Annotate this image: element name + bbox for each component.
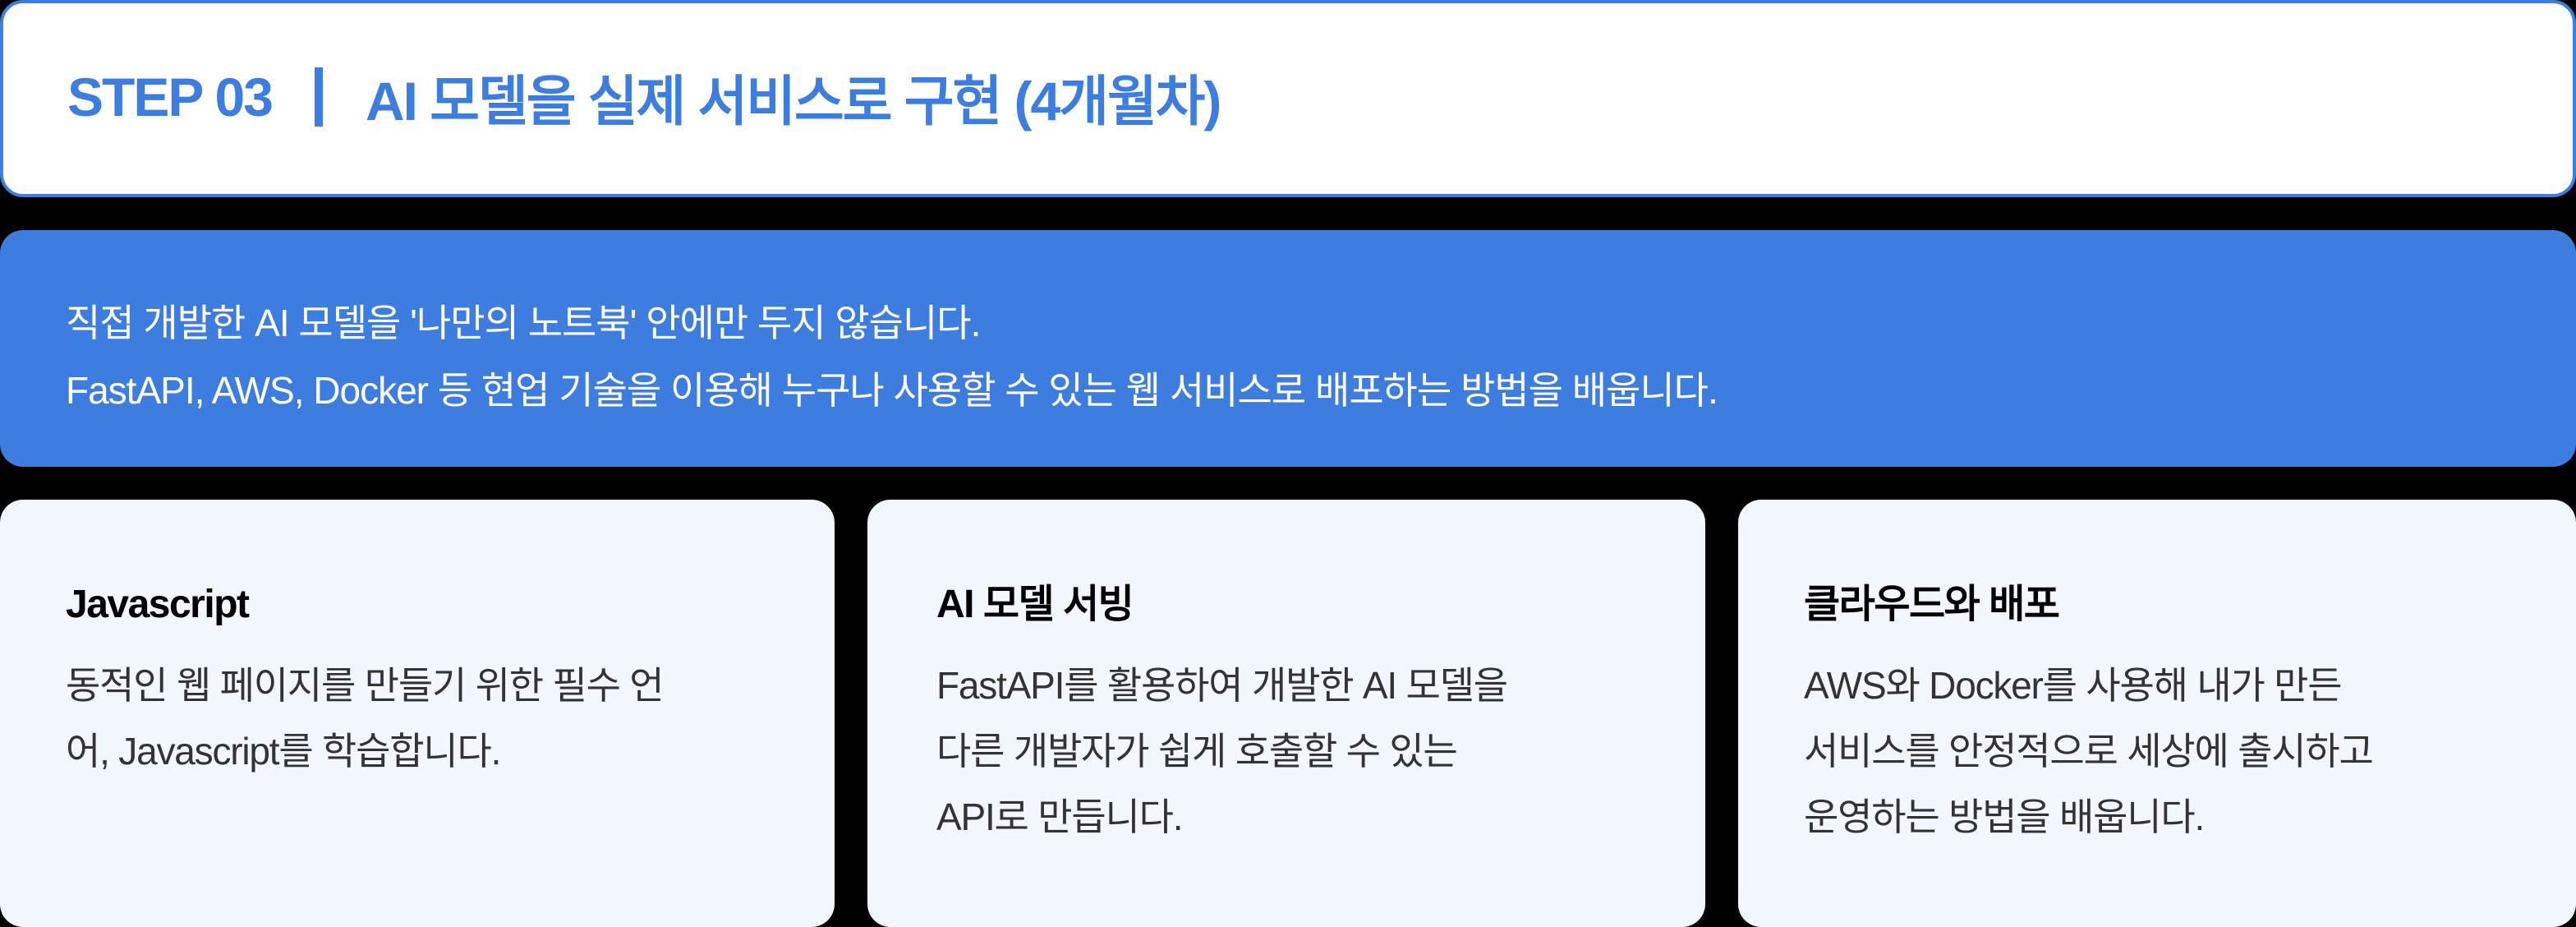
title-divider [314,67,323,127]
card-title: 클라우드와 배포 [1804,583,2060,626]
step-title: AI 모델을 실제 서비스로 구현 (4개월차) [365,71,1221,131]
card-description-line: 동적인 웹 페이지를 만들기 위한 필수 언 [66,664,665,707]
card-description-line: AWS와 Docker를 사용해 내가 만든 [1804,664,2343,707]
step-label: STEP 03 [67,67,274,127]
card-cloud-deployment: 클라우드와 배포 AWS와 Docker를 사용해 내가 만든 서비스를 안정적… [1738,500,2576,927]
card-description-line: FastAPI를 활용하여 개발한 AI 모델을 [936,664,1508,707]
card-description-line: 서비스를 안정적으로 세상에 출시하고 [1804,730,2374,772]
card-description-line: 운영하는 방법을 배웁니다. [1804,796,2205,838]
card-description-line: 어, Javascript를 학습합니다. [66,730,501,772]
card-javascript: Javascript 동적인 웹 페이지를 만들기 위한 필수 언 어, Jav… [0,500,835,927]
card-description: 동적인 웹 페이지를 만들기 위한 필수 언 어, Javascript를 학습… [66,653,835,784]
card-description: FastAPI를 활용하여 개발한 AI 모델을 다른 개발자가 쉽게 호출할 … [936,653,1705,850]
card-ai-model-serving: AI 모델 서빙 FastAPI를 활용하여 개발한 AI 모델을 다른 개발자… [867,500,1705,927]
card-title: AI 모델 서빙 [936,583,1134,626]
banner-line-1: 직접 개발한 AI 모델을 '나만의 노트북' 안에만 두지 않습니다. [66,302,981,344]
card-description-line: API로 만듭니다. [936,796,1184,838]
step-heading: STEP 03 AI 모델을 실제 서비스로 구현 (4개월차) [67,58,1221,136]
card-title: Javascript [66,583,250,626]
banner-line-2: FastAPI, AWS, Docker 등 현업 기술을 이용해 누구나 사용… [66,369,1718,412]
summary-banner: 직접 개발한 AI 모델을 '나만의 노트북' 안에만 두지 않습니다. Fas… [0,230,2576,467]
card-description-line: 다른 개발자가 쉽게 호출할 수 있는 [936,730,1458,772]
card-description: AWS와 Docker를 사용해 내가 만든 서비스를 안정적으로 세상에 출시… [1804,653,2576,850]
step-header: STEP 03 AI 모델을 실제 서비스로 구현 (4개월차) [0,0,2576,197]
topic-cards: Javascript 동적인 웹 페이지를 만들기 위한 필수 언 어, Jav… [0,500,2576,927]
